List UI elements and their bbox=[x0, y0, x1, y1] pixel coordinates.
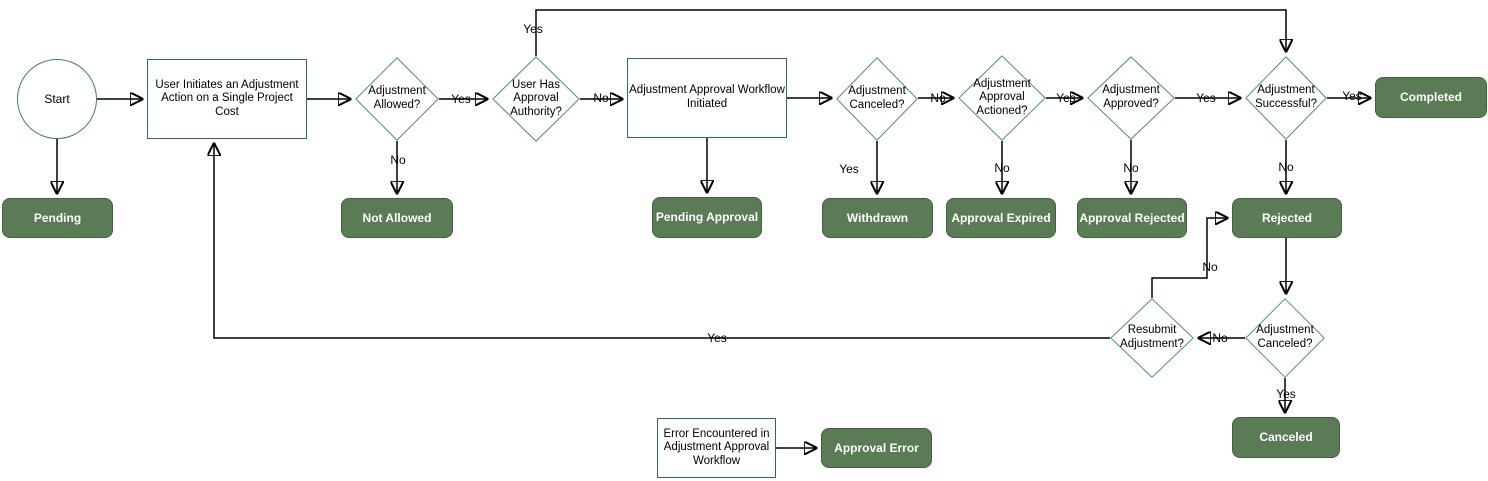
status-withdrawn-label: Withdrawn bbox=[846, 210, 909, 225]
status-withdrawn: Withdrawn bbox=[822, 198, 933, 238]
decision-adjustment-canceled-2-label: Adjustment Canceled? bbox=[1256, 324, 1314, 350]
decision-adjustment-successful-label: Adjustment Successful? bbox=[1254, 84, 1317, 110]
status-approval-expired-label: Approval Expired bbox=[951, 210, 1051, 225]
edge-label-authority-yes: Yes bbox=[523, 22, 543, 36]
diamond-shape bbox=[1087, 56, 1175, 140]
status-completed-label: Completed bbox=[1399, 90, 1462, 105]
edge-resubmit-no bbox=[1151, 218, 1227, 298]
node-error-encountered: Error Encountered in Adjustment Approval… bbox=[657, 418, 776, 478]
edge-label-canceled1-yes: Yes bbox=[839, 162, 859, 176]
status-rejected-label: Rejected bbox=[1261, 210, 1313, 225]
decision-approval-actioned: Adjustment Approval Actioned? bbox=[958, 55, 1046, 141]
decision-adjustment-allowed: Adjustment Allowed? bbox=[355, 57, 439, 141]
status-not-allowed-label: Not Allowed bbox=[362, 210, 432, 225]
edge-label-canceled1-no: No bbox=[930, 91, 946, 105]
diamond-shape bbox=[1245, 298, 1325, 378]
edge-label-canceled2-yes: Yes bbox=[1276, 387, 1296, 401]
edge-label-resubmit-no: No bbox=[1202, 260, 1218, 274]
node-start-label: Start bbox=[44, 91, 70, 106]
node-user-initiates-label: User Initiates an Adjustment Action on a… bbox=[155, 78, 299, 118]
decision-user-has-authority-label: User Has Approval Authority? bbox=[510, 78, 562, 118]
edge-resubmit-yes-return bbox=[214, 144, 1110, 339]
status-approval-error: Approval Error bbox=[821, 428, 932, 468]
decision-resubmit-adjustment: Resubmit Adjustment? bbox=[1110, 298, 1194, 378]
status-pending-approval-label: Pending Approval bbox=[655, 210, 759, 225]
edge-label-allowed-yes: Yes bbox=[451, 92, 471, 106]
diamond-shape bbox=[492, 56, 580, 142]
decision-adjustment-approved: Adjustment Approved? bbox=[1087, 56, 1175, 140]
diamond-shape bbox=[958, 55, 1046, 141]
status-canceled-label: Canceled bbox=[1259, 430, 1313, 445]
decision-adjustment-canceled-1-label: Adjustment Canceled? bbox=[848, 85, 906, 111]
edge-label-allowed-no: No bbox=[390, 153, 406, 167]
edge-authority-yes-top-loop bbox=[535, 9, 1286, 56]
status-completed: Completed bbox=[1375, 77, 1487, 118]
diamond-shape bbox=[836, 57, 918, 141]
status-rejected: Rejected bbox=[1232, 198, 1342, 238]
status-not-allowed: Not Allowed bbox=[341, 198, 453, 238]
decision-resubmit-adjustment-label: Resubmit Adjustment? bbox=[1120, 324, 1184, 350]
decision-adjustment-canceled-2: Adjustment Canceled? bbox=[1245, 298, 1325, 378]
status-approval-error-label: Approval Error bbox=[834, 440, 919, 455]
status-approval-rejected-label: Approval Rejected bbox=[1079, 210, 1185, 225]
status-pending-label: Pending bbox=[33, 210, 82, 225]
edge-label-successful-no: No bbox=[1278, 160, 1294, 174]
decision-adjustment-successful: Adjustment Successful? bbox=[1245, 56, 1327, 140]
status-pending-approval: Pending Approval bbox=[652, 197, 762, 238]
decision-adjustment-approved-label: Adjustment Approved? bbox=[1102, 84, 1160, 110]
node-workflow-initiated: Adjustment Approval Workflow Initiated bbox=[627, 58, 787, 138]
edge-label-successful-yes: Yes bbox=[1342, 89, 1362, 103]
edge-label-actioned-no: No bbox=[994, 161, 1010, 175]
diamond-shape bbox=[355, 57, 439, 141]
node-start: Start bbox=[17, 59, 97, 139]
status-approval-rejected: Approval Rejected bbox=[1077, 198, 1187, 238]
decision-approval-actioned-label: Adjustment Approval Actioned? bbox=[973, 77, 1031, 117]
decision-adjustment-canceled-1: Adjustment Canceled? bbox=[836, 57, 918, 141]
edge-label-resubmit-yes: Yes bbox=[707, 331, 727, 345]
status-approval-expired: Approval Expired bbox=[946, 198, 1056, 238]
edge-label-approved-yes: Yes bbox=[1196, 91, 1216, 105]
node-error-encountered-label: Error Encountered in Adjustment Approval… bbox=[663, 427, 770, 467]
diamond-shape bbox=[1245, 56, 1327, 140]
status-pending: Pending bbox=[2, 198, 113, 238]
node-workflow-initiated-label: Adjustment Approval Workflow Initiated bbox=[629, 84, 785, 110]
status-canceled: Canceled bbox=[1232, 417, 1340, 458]
decision-adjustment-allowed-label: Adjustment Allowed? bbox=[368, 85, 426, 111]
edge-label-approved-no: No bbox=[1123, 161, 1139, 175]
node-user-initiates: User Initiates an Adjustment Action on a… bbox=[147, 59, 307, 139]
edge-label-canceled2-no: No bbox=[1212, 331, 1228, 345]
edge-label-actioned-yes: Yes bbox=[1056, 91, 1076, 105]
decision-user-has-authority: User Has Approval Authority? bbox=[492, 56, 580, 142]
diamond-shape bbox=[1110, 298, 1194, 378]
edge-label-authority-no: No bbox=[593, 91, 609, 105]
